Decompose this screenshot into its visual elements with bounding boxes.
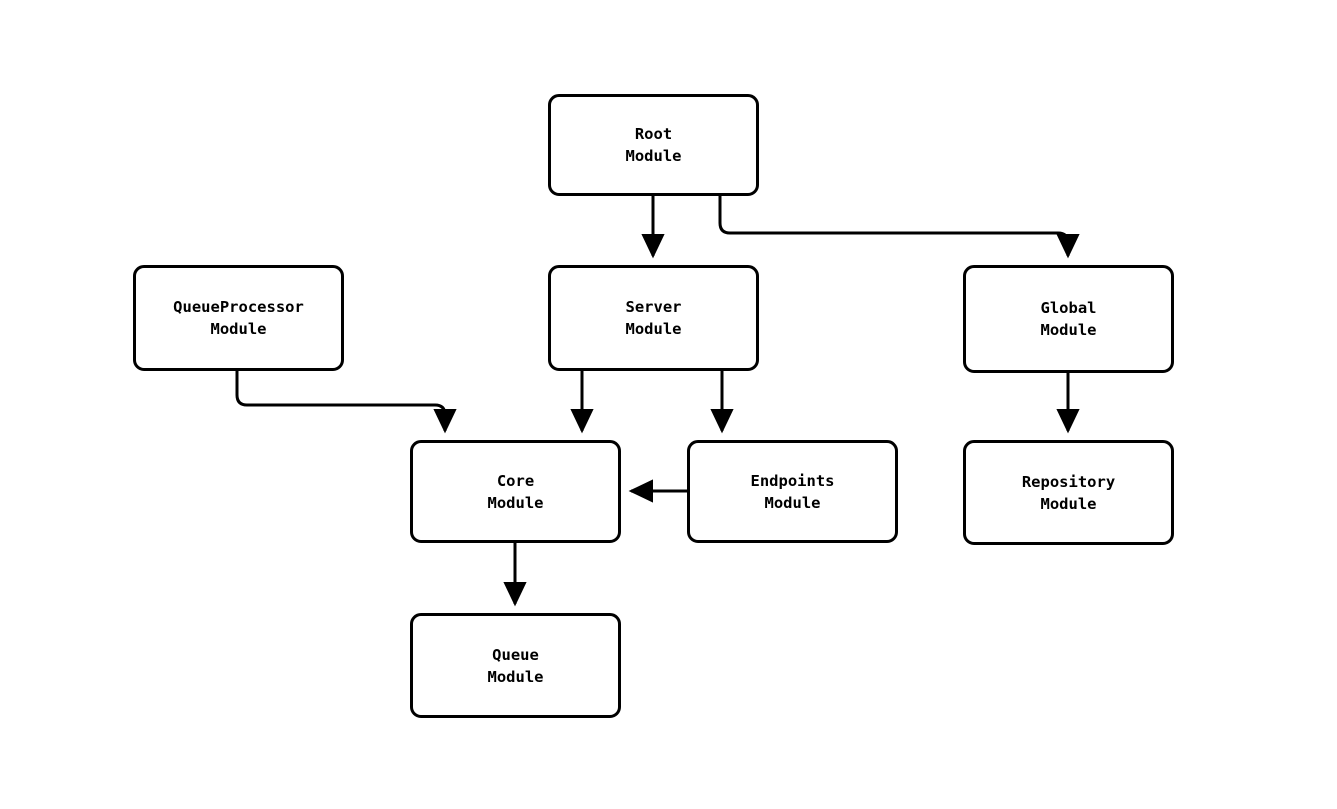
node-root-module-label-line2: Module [625, 147, 682, 165]
node-repository-module[interactable]: Repository Module [963, 440, 1174, 545]
node-core-module[interactable]: Core Module [410, 440, 621, 543]
node-endpoints-module-label-line1: Endpoints [750, 471, 835, 490]
node-core-module-label-line2: Module [487, 493, 544, 512]
node-queueprocessor-module-label-line1: QueueProcessor [173, 298, 304, 316]
edge-root-to-global [718, 196, 1080, 259]
node-server-module-label-line1: Server [625, 298, 682, 316]
node-endpoints-module[interactable]: Endpoints Module [687, 440, 898, 543]
node-root-module-label-line1: Root [634, 125, 673, 143]
node-queueprocessor-module-label-line2: Module [210, 320, 267, 338]
node-queue-module[interactable]: Queue Module [410, 613, 621, 718]
node-repository-module-label-line1: Repository [1021, 472, 1116, 491]
node-repository-module-label-line2: Module [1040, 494, 1097, 513]
node-server-module[interactable]: Server Module [548, 265, 759, 371]
node-global-module-label-line2: Module [1040, 321, 1097, 339]
node-endpoints-module-label-line2: Module [764, 493, 821, 512]
node-queue-module-label-line2: Module [487, 667, 544, 686]
node-queueprocessor-module[interactable]: QueueProcessor Module [133, 265, 344, 371]
node-global-module-label-line1: Global [1040, 299, 1097, 317]
node-queue-module-label-line1: Queue [492, 645, 539, 664]
node-global-module[interactable]: Global Module [963, 265, 1174, 373]
node-server-module-label-line2: Module [625, 320, 682, 338]
node-core-module-label-line1: Core [496, 471, 535, 490]
node-root-module[interactable]: Root Module [548, 94, 759, 196]
edge-queueprocessor-to-core [235, 371, 457, 434]
